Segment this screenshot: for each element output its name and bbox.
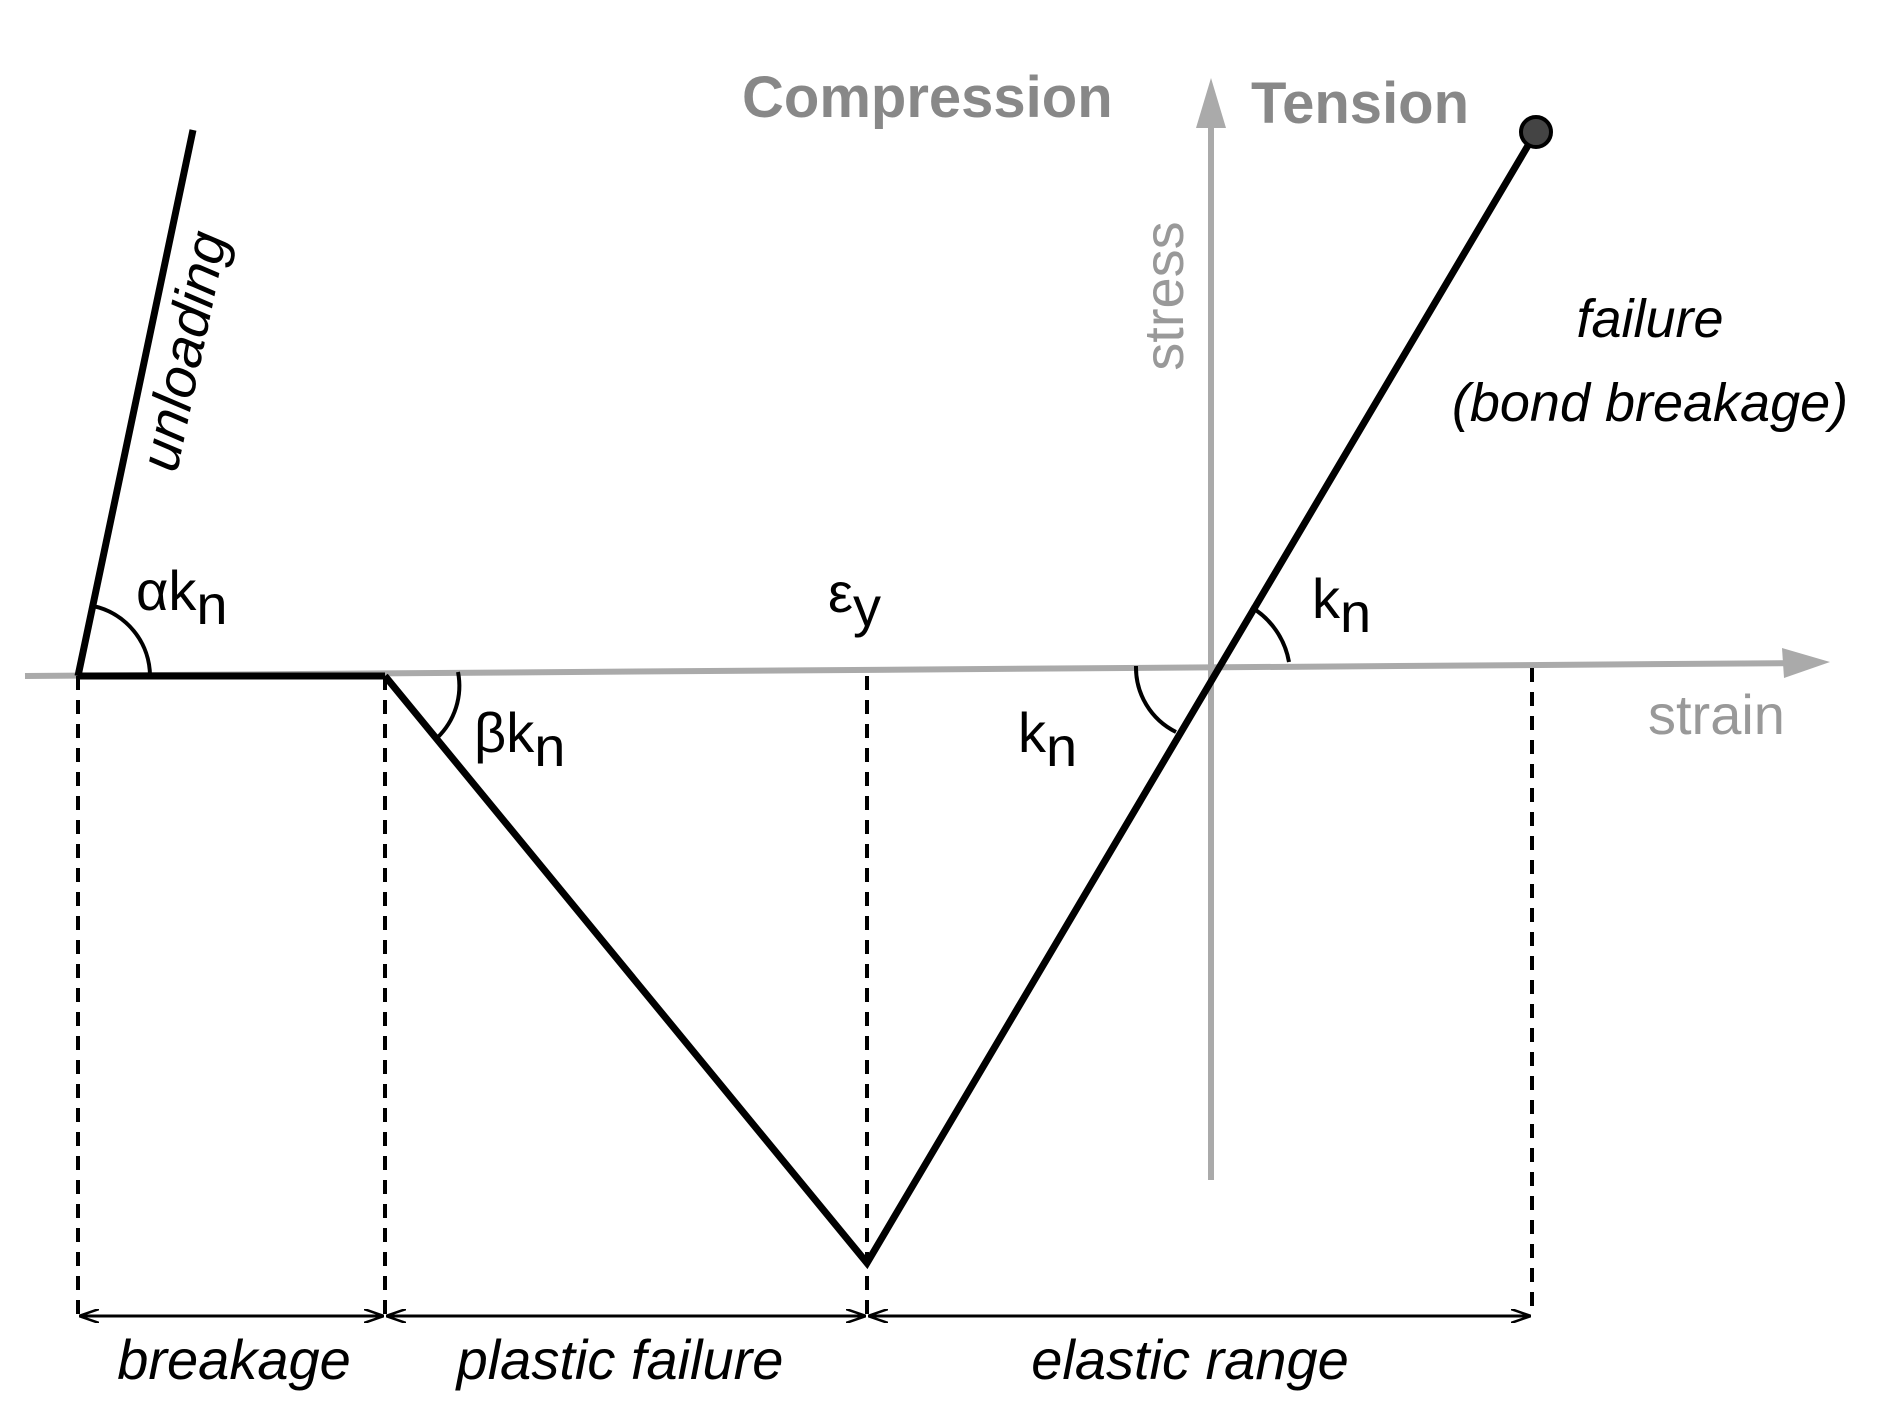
kn-lower-label: kn xyxy=(1018,701,1077,778)
failure-point xyxy=(1519,115,1553,149)
epsilon-y-label: εy xyxy=(828,561,881,638)
arc-kn-upper xyxy=(1249,605,1291,663)
compression-label: Compression xyxy=(742,65,1113,130)
kn-upper-main: k xyxy=(1312,567,1341,630)
alpha-kn-label: αkn xyxy=(136,559,228,636)
kn-lower-main: k xyxy=(1018,701,1047,764)
kn-lower-sub: n xyxy=(1046,715,1077,778)
failure-label-line2: (bond breakage) xyxy=(1452,373,1848,433)
arc-alpha-kn xyxy=(92,604,152,677)
alpha-kn-sub: n xyxy=(196,573,227,636)
kn-upper-sub: n xyxy=(1340,581,1371,644)
plastic-elastic-curve xyxy=(382,130,1540,1270)
beta-kn-sub: n xyxy=(534,715,565,778)
range-elastic-label: elastic range xyxy=(1031,1328,1349,1391)
alpha-kn-main: αk xyxy=(136,559,197,622)
stress-axis-arrowhead xyxy=(1196,78,1226,128)
strain-axis-arrowhead xyxy=(1782,648,1830,678)
range-plastic-failure-label: plastic failure xyxy=(455,1328,784,1391)
tension-label: Tension xyxy=(1251,71,1469,136)
dashed-guides xyxy=(76,668,1534,1315)
arc-kn-lower xyxy=(1133,665,1177,734)
axes xyxy=(24,78,1830,1180)
beta-kn-label: βkn xyxy=(474,701,565,778)
angle-arcs xyxy=(92,604,1291,740)
kn-upper-label: kn xyxy=(1312,567,1371,644)
failure-label-line1: failure xyxy=(1576,289,1723,349)
range-breakage-label: breakage xyxy=(117,1328,351,1391)
epsilon-y-sub: y xyxy=(853,575,881,638)
stress-axis-label: stress xyxy=(1132,221,1195,370)
beta-kn-main: βk xyxy=(474,701,535,764)
unloading-line xyxy=(74,129,197,677)
strain-axis-label: strain xyxy=(1648,683,1785,746)
arc-beta-kn xyxy=(435,671,462,740)
epsilon-y-main: ε xyxy=(828,561,853,624)
stress-strain-curve xyxy=(74,129,1540,1270)
